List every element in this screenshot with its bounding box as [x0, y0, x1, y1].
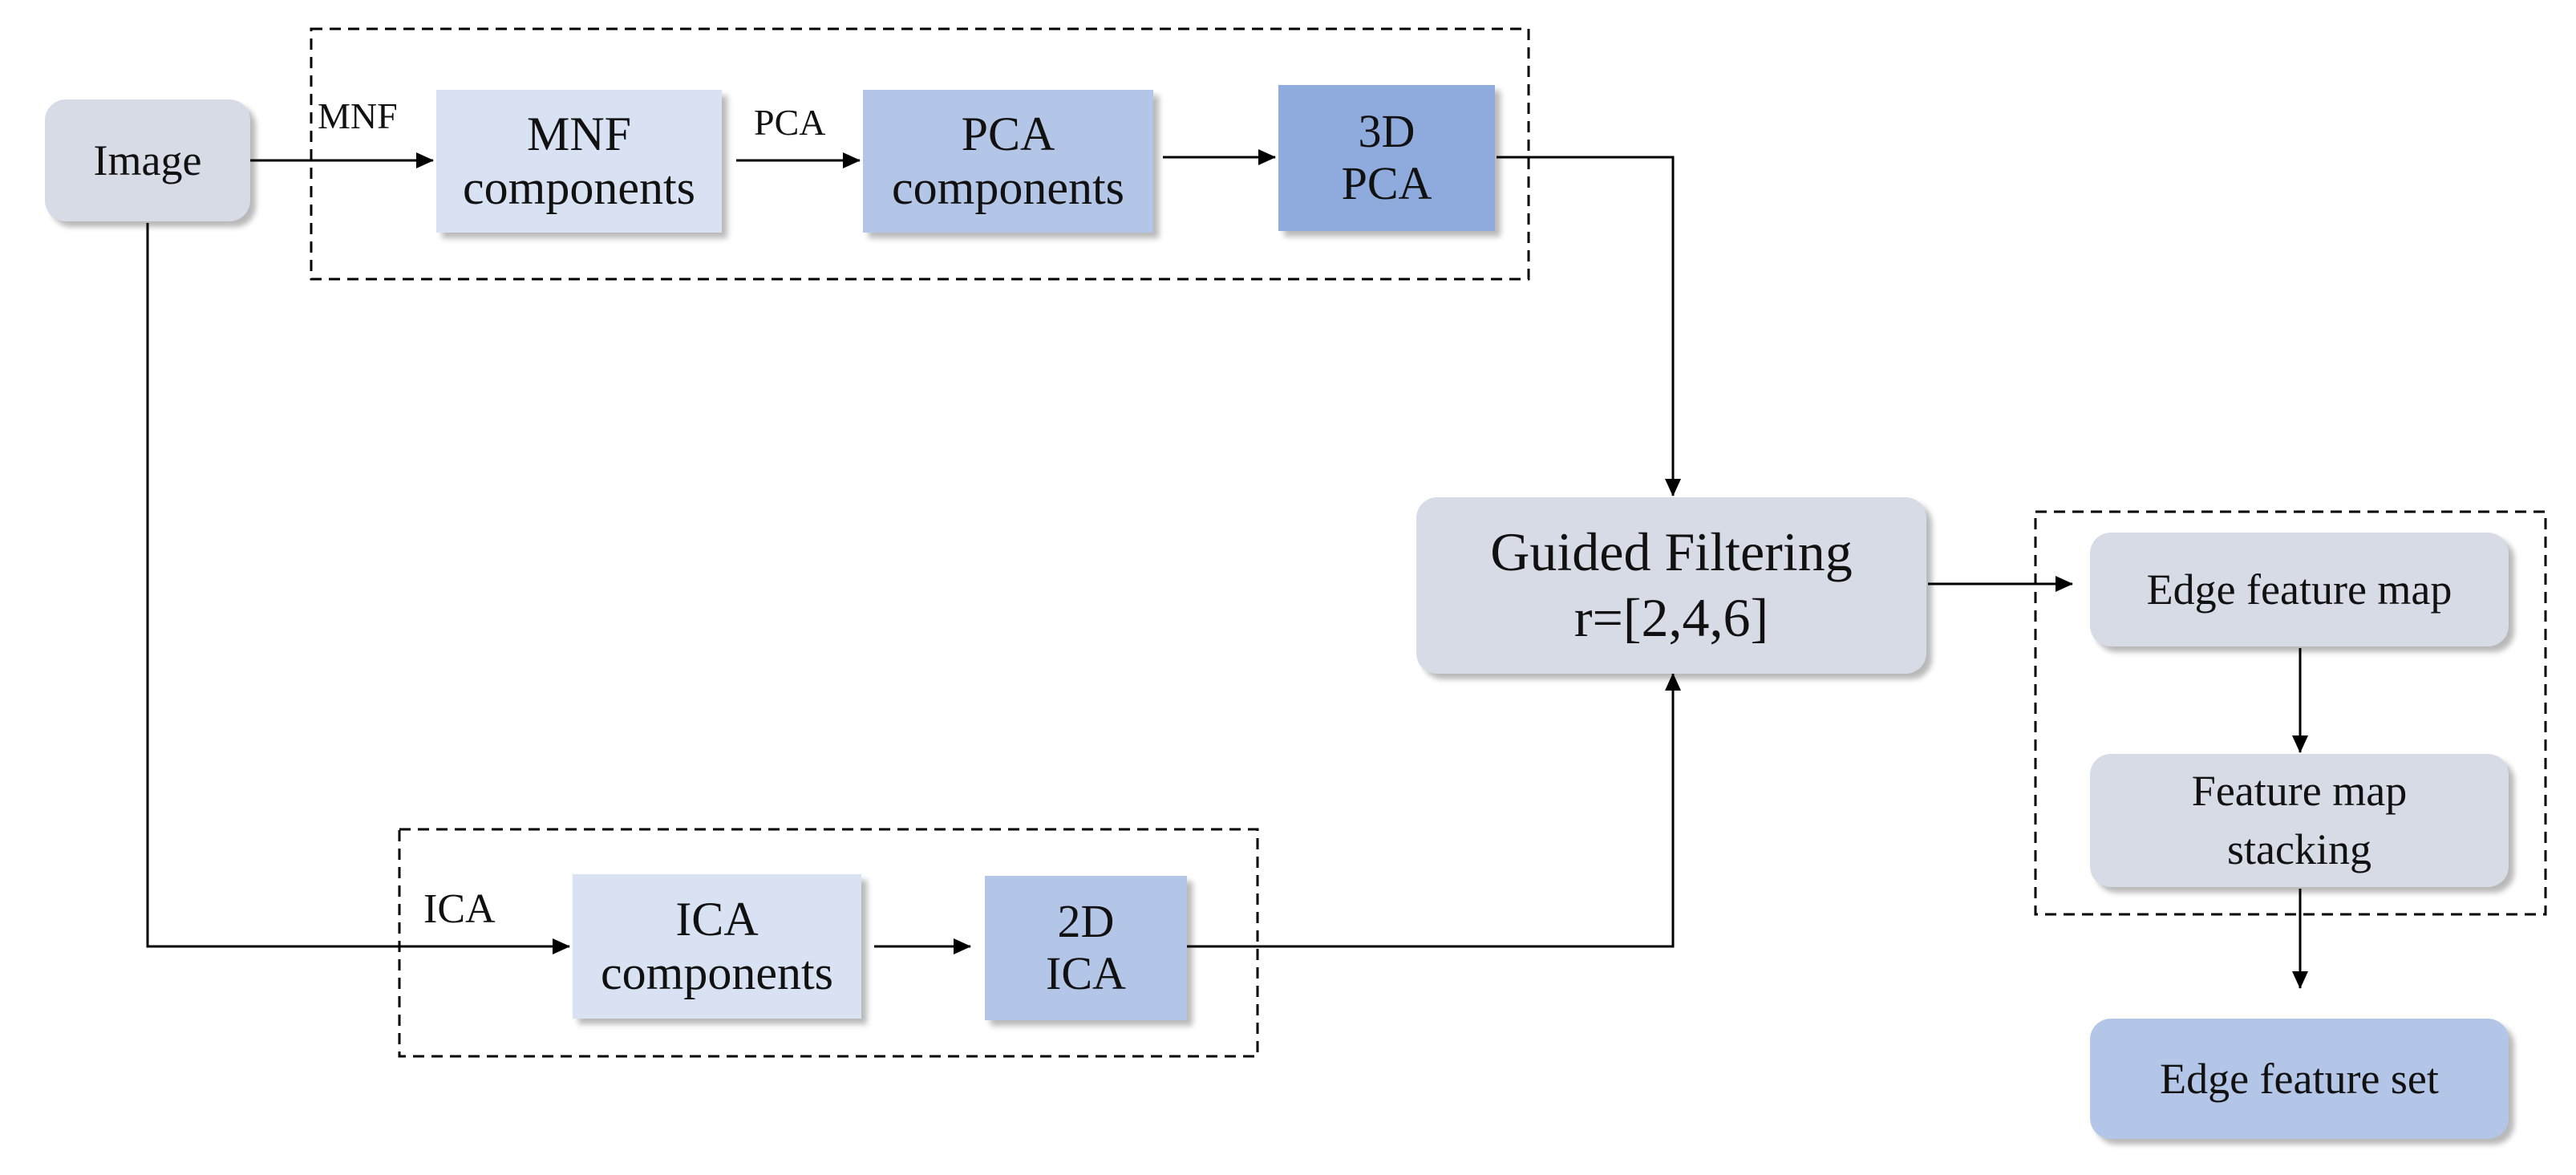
arrow-image-to-ica	[146, 223, 570, 954]
node-3d-pca-line1: 3D	[1358, 105, 1416, 158]
node-edge-feature-set-label: Edge feature set	[2160, 1054, 2439, 1103]
node-ica-components-line1: ICA	[675, 892, 759, 946]
node-pca-components: PCA components	[863, 90, 1153, 233]
node-feature-map-stacking-line1: Feature map	[2191, 767, 2408, 816]
edge-label-pca: PCA	[754, 102, 826, 143]
node-mnf-components: MNF components	[436, 90, 722, 233]
arrow-2dica-to-guided	[1187, 673, 1681, 948]
node-2d-ica-line1: 2D	[1057, 895, 1115, 948]
node-ica-components-line2: components	[601, 946, 833, 999]
edge-group-frame	[2034, 510, 2547, 916]
arrow-3dpca-to-guided	[1497, 156, 1681, 496]
node-edge-feature-set: Edge feature set	[2090, 1019, 2509, 1139]
node-image: Image	[45, 99, 250, 221]
node-ica-components: ICA components	[573, 874, 861, 1019]
node-3d-pca-line2: PCA	[1341, 157, 1432, 209]
edge-label-mnf: MNF	[318, 95, 398, 136]
node-edge-feature-map-label: Edge feature map	[2146, 565, 2452, 614]
ica-group-frame	[398, 828, 1259, 1058]
node-guided-filtering-line2: r=[2,4,6]	[1574, 587, 1769, 648]
node-guided-filtering-line1: Guided Filtering	[1490, 521, 1853, 583]
pca-group-frame	[310, 27, 1530, 281]
node-2d-ica-line2: ICA	[1046, 947, 1126, 999]
node-feature-map-stacking: Feature map stacking	[2090, 754, 2509, 887]
node-edge-feature-map: Edge feature map	[2090, 533, 2509, 646]
node-mnf-components-line2: components	[463, 161, 695, 214]
node-feature-map-stacking-line2: stacking	[2227, 825, 2371, 873]
node-mnf-components-line1: MNF	[526, 107, 632, 160]
node-guided-filtering: Guided Filtering r=[2,4,6]	[1416, 497, 1926, 674]
node-pca-components-line1: PCA	[961, 107, 1055, 160]
node-pca-components-line2: components	[892, 161, 1124, 214]
edge-label-ica: ICA	[423, 886, 496, 932]
node-3d-pca: 3D PCA	[1278, 85, 1495, 231]
node-image-label: Image	[93, 136, 202, 184]
node-2d-ica: 2D ICA	[985, 876, 1187, 1020]
